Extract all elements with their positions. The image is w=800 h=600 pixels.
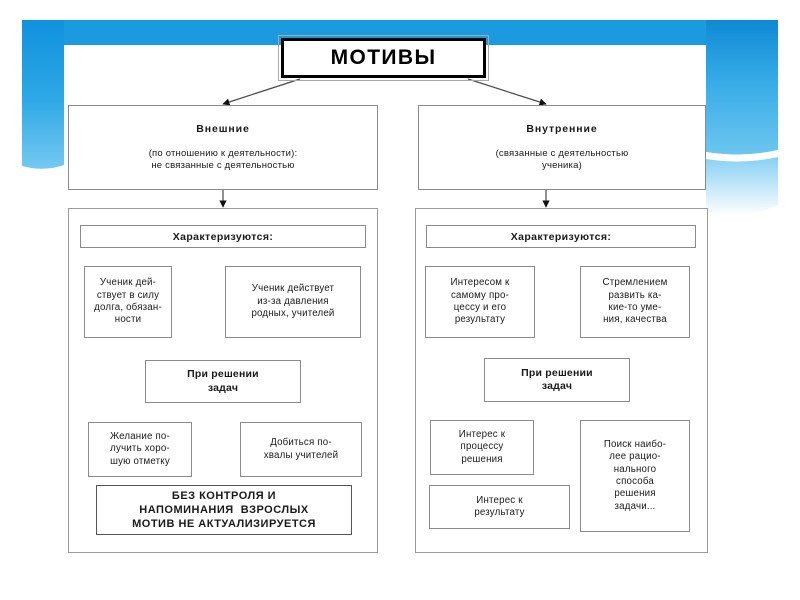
internal-result-3: Интерес к результату bbox=[429, 485, 570, 529]
text-line: При решении bbox=[187, 368, 259, 381]
internal-characteristic-1: Интересом к самому про- цессу и его резу… bbox=[425, 266, 535, 338]
text-line: НАПОМИНАНИЯ ВЗРОСЛЫХ bbox=[139, 503, 309, 516]
text-line: БЕЗ КОНТРОЛЯ И bbox=[171, 489, 277, 502]
text-line: кие-то уме- bbox=[608, 302, 662, 313]
text-line: задач bbox=[207, 381, 239, 394]
external-result-1: Желание по- лучить хоро- шую отметку bbox=[88, 422, 192, 477]
text-line: способа bbox=[616, 476, 654, 487]
text-line: из-за давления bbox=[257, 295, 329, 307]
branch-external-subtitle-2: не связанные с деятельностью bbox=[151, 160, 295, 172]
left-wave-shape bbox=[22, 20, 64, 169]
external-characteristic-1: Ученик дей- ствует в силу долга, обязан-… bbox=[84, 266, 172, 338]
branch-external-heading: Внешние bbox=[196, 122, 250, 135]
text-line: При решении bbox=[521, 366, 593, 379]
branch-internal-header: Внутренние (связанные с деятельностью уч… bbox=[418, 105, 706, 190]
text-line: Интерес к bbox=[458, 428, 506, 440]
text-line: Добиться по- bbox=[270, 437, 332, 449]
text-line: самому про- bbox=[450, 289, 510, 301]
text-line: лучить хоро- bbox=[110, 443, 170, 455]
internal-result-1: Интерес к процессу решения bbox=[430, 420, 534, 475]
text-line: Желание по- bbox=[110, 430, 170, 442]
text-line: задачи... bbox=[614, 500, 656, 512]
text-line: результату bbox=[474, 507, 525, 518]
internal-solving-label: При решении задач bbox=[484, 358, 630, 402]
right-wave-top bbox=[706, 20, 778, 155]
text-line: Ученик дей- bbox=[99, 277, 157, 289]
external-characterized-label: Характеризуются: bbox=[80, 225, 366, 248]
text-line: Интерес к bbox=[476, 494, 523, 506]
branch-external-subtitle-1: (по отношению к деятельности): bbox=[148, 148, 298, 160]
text-line: развить ка- bbox=[608, 289, 662, 301]
text-line: задач bbox=[541, 380, 573, 392]
text-line: нального bbox=[613, 463, 657, 475]
text-line: долга, обязан- bbox=[94, 302, 162, 313]
text-line: Поиск наибо- bbox=[603, 438, 667, 450]
text-line: решения bbox=[614, 488, 656, 500]
text-line: лее рацио- bbox=[609, 451, 661, 463]
text-line: ствует в силу bbox=[96, 289, 160, 301]
text-line: шую отметку bbox=[110, 455, 170, 467]
internal-characterized-label: Характеризуются: bbox=[426, 225, 696, 248]
diagram-title: МОТИВЫ bbox=[278, 35, 489, 81]
external-conclusion: БЕЗ КОНТРОЛЯ И НАПОМИНАНИЯ ВЗРОСЛЫХ МОТИ… bbox=[96, 485, 352, 535]
internal-characteristic-2: Стремлением развить ка- кие-то уме- ния,… bbox=[580, 266, 690, 338]
text-line: хвалы учителей bbox=[263, 449, 339, 461]
branch-external-header: Внешние (по отношению к деятельности): н… bbox=[68, 105, 378, 190]
text-line: цессу и его bbox=[453, 302, 507, 313]
text-line: решения bbox=[461, 453, 503, 465]
text-line: Стремлением bbox=[602, 277, 668, 289]
external-solving-label: При решении задач bbox=[145, 360, 301, 403]
branch-internal-subtitle-1: (связанные с деятельностью bbox=[495, 148, 629, 160]
internal-result-2: Поиск наибо- лее рацио- нального способа… bbox=[580, 420, 690, 532]
text-line: МОТИВ НЕ АКТУАЛИЗИРУЕТСЯ bbox=[132, 518, 316, 531]
text-line: ности bbox=[114, 314, 142, 326]
text-line: родных, учителей bbox=[251, 308, 335, 320]
text-line: Интересом к bbox=[450, 277, 510, 289]
text-line: процессу bbox=[460, 441, 504, 453]
external-result-2: Добиться по- хвалы учителей bbox=[240, 422, 362, 477]
text-line: ния, качества bbox=[603, 314, 667, 326]
branch-internal-heading: Внутренние bbox=[526, 122, 598, 135]
right-wave-bottom bbox=[706, 157, 778, 216]
text-line: Ученик действует bbox=[251, 283, 335, 295]
branch-internal-subtitle-2: ученика) bbox=[542, 160, 582, 172]
text-line: результату bbox=[454, 314, 506, 326]
external-characteristic-2: Ученик действует из-за давления родных, … bbox=[225, 266, 361, 338]
